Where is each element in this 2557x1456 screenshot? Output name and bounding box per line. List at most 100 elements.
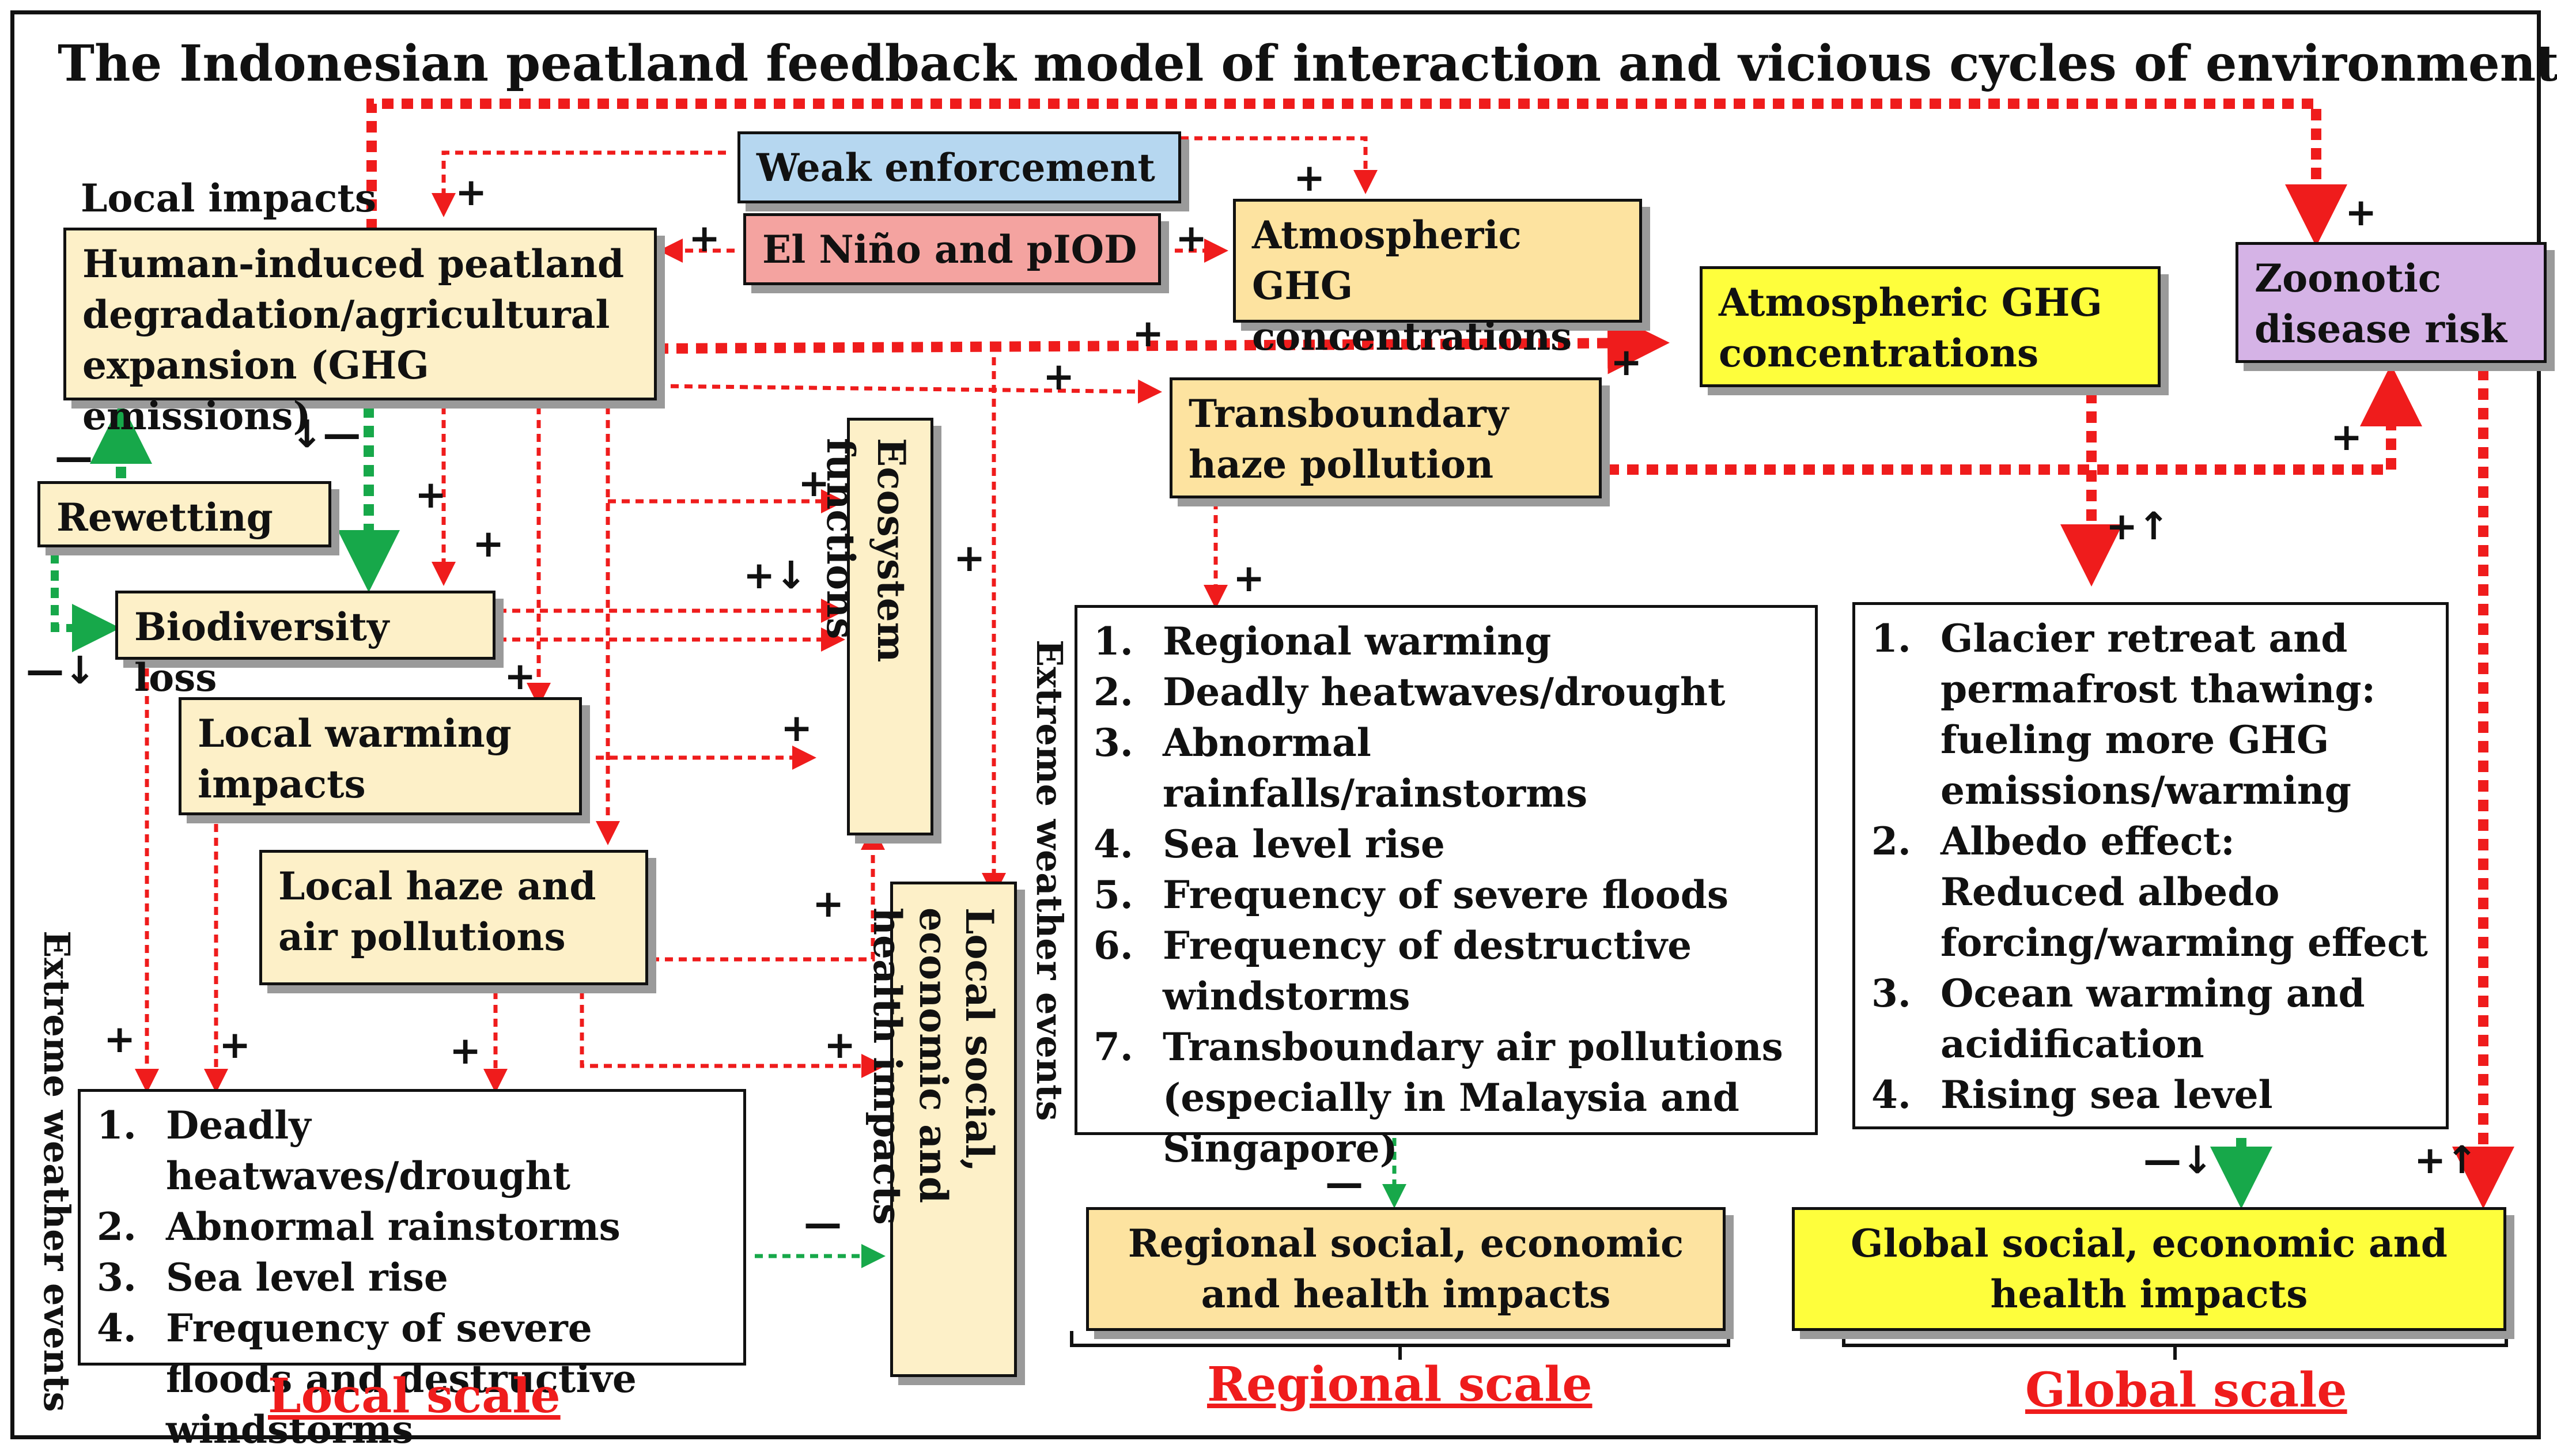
list-text: Ocean warming and acidification — [1941, 971, 2365, 1067]
arrow-rewetting-to-biodiversity — [51, 553, 120, 652]
arrow-haze-to-local-social — [580, 991, 886, 1078]
list-item: 2. Deadly heatwaves/drought — [1094, 667, 1799, 717]
list-item: 2.Abnormal rainstorms — [97, 1201, 727, 1252]
list-text: Abnormal rainfalls/rainstorms — [1163, 720, 1588, 816]
local-scale-label: Local scale — [268, 1368, 561, 1424]
list-text: Albedo effect: Reduced albedo forcing/wa… — [1941, 819, 2428, 965]
biodiversity-loss-box: Biodiversity loss — [115, 591, 495, 700]
extreme-weather-mid-label: Extreme weather events — [1028, 640, 1071, 1121]
list-text: Frequency of destructive windstorms — [1163, 923, 1692, 1019]
list-number: 2. — [1094, 670, 1133, 714]
list-text: Rising sea level — [1941, 1072, 2273, 1117]
regional-scale-label: Regional scale — [1207, 1357, 1593, 1412]
local-extreme-weather-list: 1. Deadly heatwaves/drought 2.Abnormal ra… — [97, 1100, 727, 1455]
plus-sign: + — [1293, 156, 1326, 200]
list-number: 2. — [1871, 819, 1911, 864]
list-number: 3. — [1094, 720, 1133, 765]
list-number: 3. — [1871, 971, 1911, 1016]
list-item: 3. Ocean warming and acidification — [1871, 968, 2430, 1069]
list-item: 3.Sea level rise — [97, 1252, 727, 1303]
plus-sign: + — [1132, 311, 1164, 356]
atmospheric-ghg-global-box: Atmospheric GHG concentrations — [1700, 266, 2161, 387]
global-impacts-list-box: 1.Glacier retreat and permafrost thawing… — [1852, 602, 2449, 1129]
plus-sign: + — [798, 461, 830, 505]
list-number: 5. — [1094, 872, 1133, 917]
ecosystem-functions-box: Ecosystem functions — [818, 418, 933, 835]
list-item: 4. Frequency of severe floods and destruc… — [97, 1303, 727, 1455]
weak-enforcement-box: Weak enforcement — [737, 131, 1181, 203]
plus-up-sign: +↑ — [2414, 1138, 2478, 1182]
list-number: 7. — [1094, 1024, 1133, 1069]
el-nino-box: El Niño and pIOD — [743, 213, 1161, 285]
plus-sign: + — [1233, 556, 1265, 600]
list-item: 4. Rising sea level — [1871, 1069, 2430, 1120]
plus-sign: + — [415, 472, 447, 517]
list-text: Regional warming — [1163, 619, 1552, 664]
arrow-haze-to-ecosystem — [651, 826, 885, 962]
list-item: 6. Frequency of destructive windstorms — [1094, 920, 1799, 1022]
list-item: 3. Abnormal rainfalls/rainstorms — [1094, 717, 1799, 819]
diagram-frame — [10, 10, 2541, 1439]
plus-sign: + — [1610, 340, 1643, 384]
list-number: 4. — [97, 1306, 137, 1351]
plus-sign: + — [781, 706, 813, 750]
regional-brace — [1070, 1331, 1730, 1360]
regional-social-impacts-box: Regional social, economic and health imp… — [1086, 1207, 1726, 1331]
arrow-top-loop — [366, 99, 2347, 247]
minus-sign: — — [804, 1201, 842, 1246]
arrow-haze-to-zoonotic — [1607, 364, 2422, 475]
list-number: 6. — [1094, 923, 1133, 968]
list-item: 4. Sea level rise — [1094, 819, 1799, 869]
plus-sign: + — [689, 216, 721, 260]
local-impacts-label: Local impacts — [81, 176, 377, 221]
plus-sign: + — [449, 1028, 482, 1073]
list-number: 1. — [1094, 619, 1133, 664]
minus-sign: — — [1325, 1161, 1363, 1205]
list-item: 2. Albedo effect: Reduced albedo forcing/… — [1871, 816, 2430, 968]
list-number: 3. — [97, 1255, 137, 1300]
plus-sign: + — [812, 882, 845, 926]
global-impacts-list: 1.Glacier retreat and permafrost thawing… — [1871, 613, 2430, 1120]
local-extreme-weather-list-box: 1. Deadly heatwaves/drought 2.Abnormal ra… — [78, 1089, 746, 1452]
arrow-weak-to-atmos — [1167, 136, 1378, 194]
list-text: Frequency of severe floods and destructi… — [166, 1306, 637, 1452]
plus-sign: + — [1043, 354, 1075, 399]
rewetting-box: Rewetting — [37, 481, 331, 547]
list-text: Frequency of severe floods — [1163, 872, 1729, 917]
plus-up-sign: +↑ — [2106, 504, 2170, 549]
atmospheric-ghg-local-box: Atmospheric GHG concentrations — [1233, 199, 1642, 359]
list-number: 4. — [1871, 1072, 1911, 1117]
regional-extreme-weather-list: 1. Regional warming 2. Deadly heatwaves/dr… — [1094, 616, 1799, 1174]
plus-sign: + — [104, 1017, 136, 1061]
minus-down-sign: —↓ — [26, 648, 96, 693]
list-item: 1. Deadly heatwaves/drought — [97, 1100, 727, 1201]
regional-extreme-weather-list-box: 1. Regional warming 2. Deadly heatwaves/dr… — [1075, 605, 1818, 1171]
global-brace — [1842, 1331, 2508, 1360]
list-item: 1.Glacier retreat and permafrost thawing… — [1871, 613, 2430, 816]
plus-sign: + — [504, 654, 536, 698]
list-item: 5. Frequency of severe floods — [1094, 869, 1799, 920]
transboundary-haze-box: Transboundary haze pollution — [1170, 377, 1602, 498]
arrow-human-to-transboundary — [656, 379, 1162, 404]
arrow-weak-to-human — [432, 150, 726, 217]
list-text: Sea level rise — [1163, 822, 1445, 867]
local-haze-box: Local haze and air pollutions — [259, 850, 648, 985]
plus-sign: + — [472, 521, 505, 566]
list-text: Deadly heatwaves/drought — [166, 1103, 570, 1198]
minus-down-sign: —↓ — [2143, 1138, 2214, 1182]
plus-sign: + — [824, 1023, 856, 1067]
list-item: 7. Transboundary air pollutions (especial… — [1094, 1022, 1799, 1174]
local-social-impacts-box: Local social, economic and health impact… — [865, 882, 1017, 1377]
arrow-human-to-global-ghg — [656, 312, 1670, 375]
list-text: Transboundary air pollutions (especially… — [1163, 1024, 1783, 1171]
list-number: 4. — [1094, 822, 1133, 867]
list-text: Abnormal rainstorms — [166, 1204, 621, 1249]
list-number: 1. — [1871, 616, 1911, 661]
extreme-weather-left-label: Extreme weather events — [36, 931, 78, 1412]
plus-sign: + — [1175, 216, 1208, 260]
list-number: 1. — [97, 1103, 137, 1148]
list-text: Deadly heatwaves/drought — [1163, 670, 1726, 714]
human-induced-degradation-box: Human-induced peatland degradation/agric… — [63, 228, 657, 438]
